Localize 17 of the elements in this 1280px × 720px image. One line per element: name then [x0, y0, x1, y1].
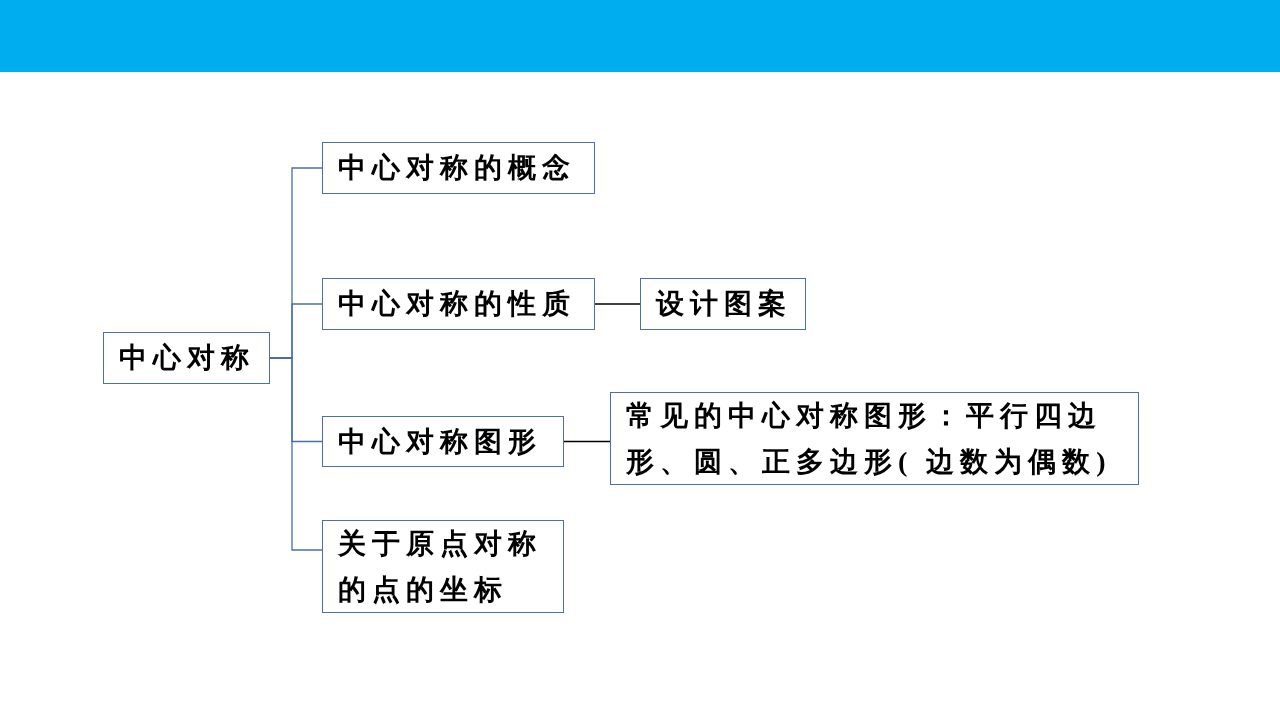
topic-text: 中心对称的性质	[338, 287, 576, 321]
topic-box	[640, 278, 806, 330]
topic-box	[322, 142, 595, 194]
topic-box	[322, 416, 564, 467]
connector-line	[269, 357, 323, 551]
topic-box	[322, 278, 595, 330]
topic-text: 设计图案	[656, 287, 792, 321]
topic-box	[610, 392, 1139, 485]
topic-box	[103, 332, 270, 384]
topic-text: 中心对称	[119, 341, 255, 375]
topic-text: 中心对称的概念	[338, 151, 576, 185]
connector-line	[594, 303, 641, 305]
topic-box	[322, 520, 564, 613]
topic-text: 常见的中心对称图形：平行四边形、圆、正多边形( 边数为偶数)	[626, 398, 1113, 479]
topic-text: 关于原点对称的点的坐标	[338, 526, 543, 607]
topic-text: 中心对称图形	[338, 424, 542, 459]
connector-line	[563, 440, 611, 443]
